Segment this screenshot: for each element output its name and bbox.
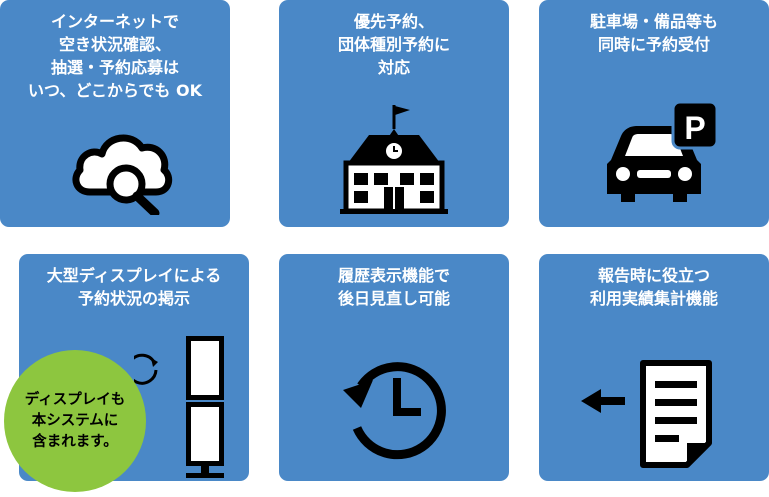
feature-tile-history-view: 履歴表示機能で 後日見直し可能 (279, 254, 509, 481)
display-panel-icon (134, 336, 224, 478)
school-building-icon (340, 105, 448, 214)
feature-text: 駐車場・備品等も 同時に予約受付 (589, 12, 718, 54)
feature-text: 大型ディスプレイによる 予約状況の掲示 (46, 266, 222, 308)
feature-tile-online-booking: インターネットで 空き状況確認、 抽選・予約応募は いつ、どこからでも OK (0, 0, 230, 227)
car-parking-icon: P (607, 102, 719, 202)
parking-sign-letter: P (684, 110, 705, 146)
feature-text: 履歴表示機能で 後日見直し可能 (337, 266, 450, 308)
cloud-search-icon (72, 134, 173, 215)
feature-tile-priority-booking: 優先予約、 団体種別予約に 対応 (279, 0, 509, 227)
badge-text: ディスプレイも 本システムに 含まれます。 (24, 391, 126, 450)
history-clock-icon (343, 362, 446, 460)
feature-text: 報告時に役立つ 利用実績集計機能 (589, 266, 718, 308)
display-included-badge: ディスプレイも 本システムに 含まれます。 (4, 350, 146, 492)
feature-tile-parking-equipment: 駐車場・備品等も 同時に予約受付 P (539, 0, 769, 227)
feature-text: インターネットで 空き状況確認、 抽選・予約応募は いつ、どこからでも OK (28, 12, 202, 100)
feature-text: 優先予約、 団体種別予約に 対応 (337, 12, 450, 77)
feature-tile-usage-report: 報告時に役立つ 利用実績集計機能 (539, 254, 769, 481)
report-document-icon (581, 360, 712, 468)
